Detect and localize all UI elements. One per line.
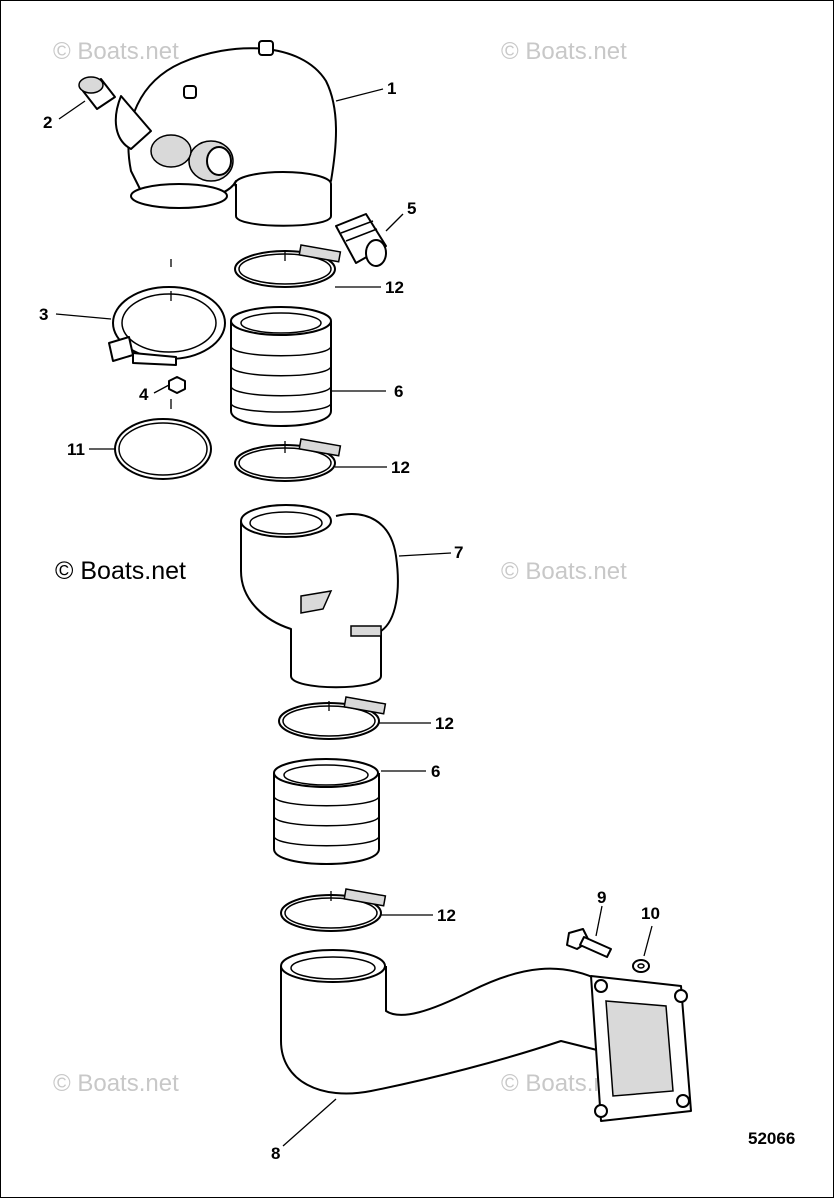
callout-1: 1 xyxy=(387,79,396,98)
part-1-exhaust-elbow xyxy=(114,40,337,227)
part-2-pipe-plug xyxy=(78,76,116,110)
part-10-washer xyxy=(632,959,650,973)
part-12-hose-clamp-1 xyxy=(234,244,342,288)
callout-12-b: 12 xyxy=(391,458,410,477)
callout-3: 3 xyxy=(39,305,48,324)
callout-10: 10 xyxy=(641,904,660,923)
part-3-v-band-clamp xyxy=(108,286,226,366)
center-axis-lines xyxy=(170,251,332,901)
watermark-center-right: © Boats.net xyxy=(501,558,627,585)
leader-lines xyxy=(55,88,653,1147)
callout-9: 9 xyxy=(597,888,606,907)
watermark-top-left: © Boats.net xyxy=(53,38,179,65)
figure-number: 52066 xyxy=(748,1129,795,1148)
callout-12-d: 12 xyxy=(437,906,456,925)
part-9-bolt xyxy=(566,928,612,958)
part-7-y-pipe xyxy=(240,504,399,689)
part-6-bellows-hose-upper xyxy=(230,306,332,427)
part-5-hose-fitting xyxy=(335,213,387,267)
callout-12-a: 12 xyxy=(385,278,404,297)
watermark-bottom-left: © Boats.net xyxy=(53,1070,179,1097)
part-12-hose-clamp-2 xyxy=(234,438,342,482)
callout-8: 8 xyxy=(271,1144,280,1163)
part-4-nut xyxy=(168,376,186,394)
watermark-center-left: © Boats.net xyxy=(55,557,186,585)
callout-6-lower: 6 xyxy=(431,762,440,781)
part-11-o-ring xyxy=(114,418,212,480)
callout-12-c: 12 xyxy=(435,714,454,733)
part-12-hose-clamp-4 xyxy=(280,888,387,932)
callout-4: 4 xyxy=(139,385,149,404)
callout-2: 2 xyxy=(43,113,52,132)
callout-11: 11 xyxy=(67,440,85,459)
part-6-bellows-hose-lower xyxy=(273,758,380,865)
part-12-hose-clamp-3 xyxy=(278,696,387,740)
part-8-exhaust-pipe xyxy=(280,949,692,1122)
callout-6-upper: 6 xyxy=(394,382,403,401)
watermark-top-right: © Boats.net xyxy=(501,38,627,65)
callout-7: 7 xyxy=(454,543,463,562)
callout-5: 5 xyxy=(407,199,416,218)
